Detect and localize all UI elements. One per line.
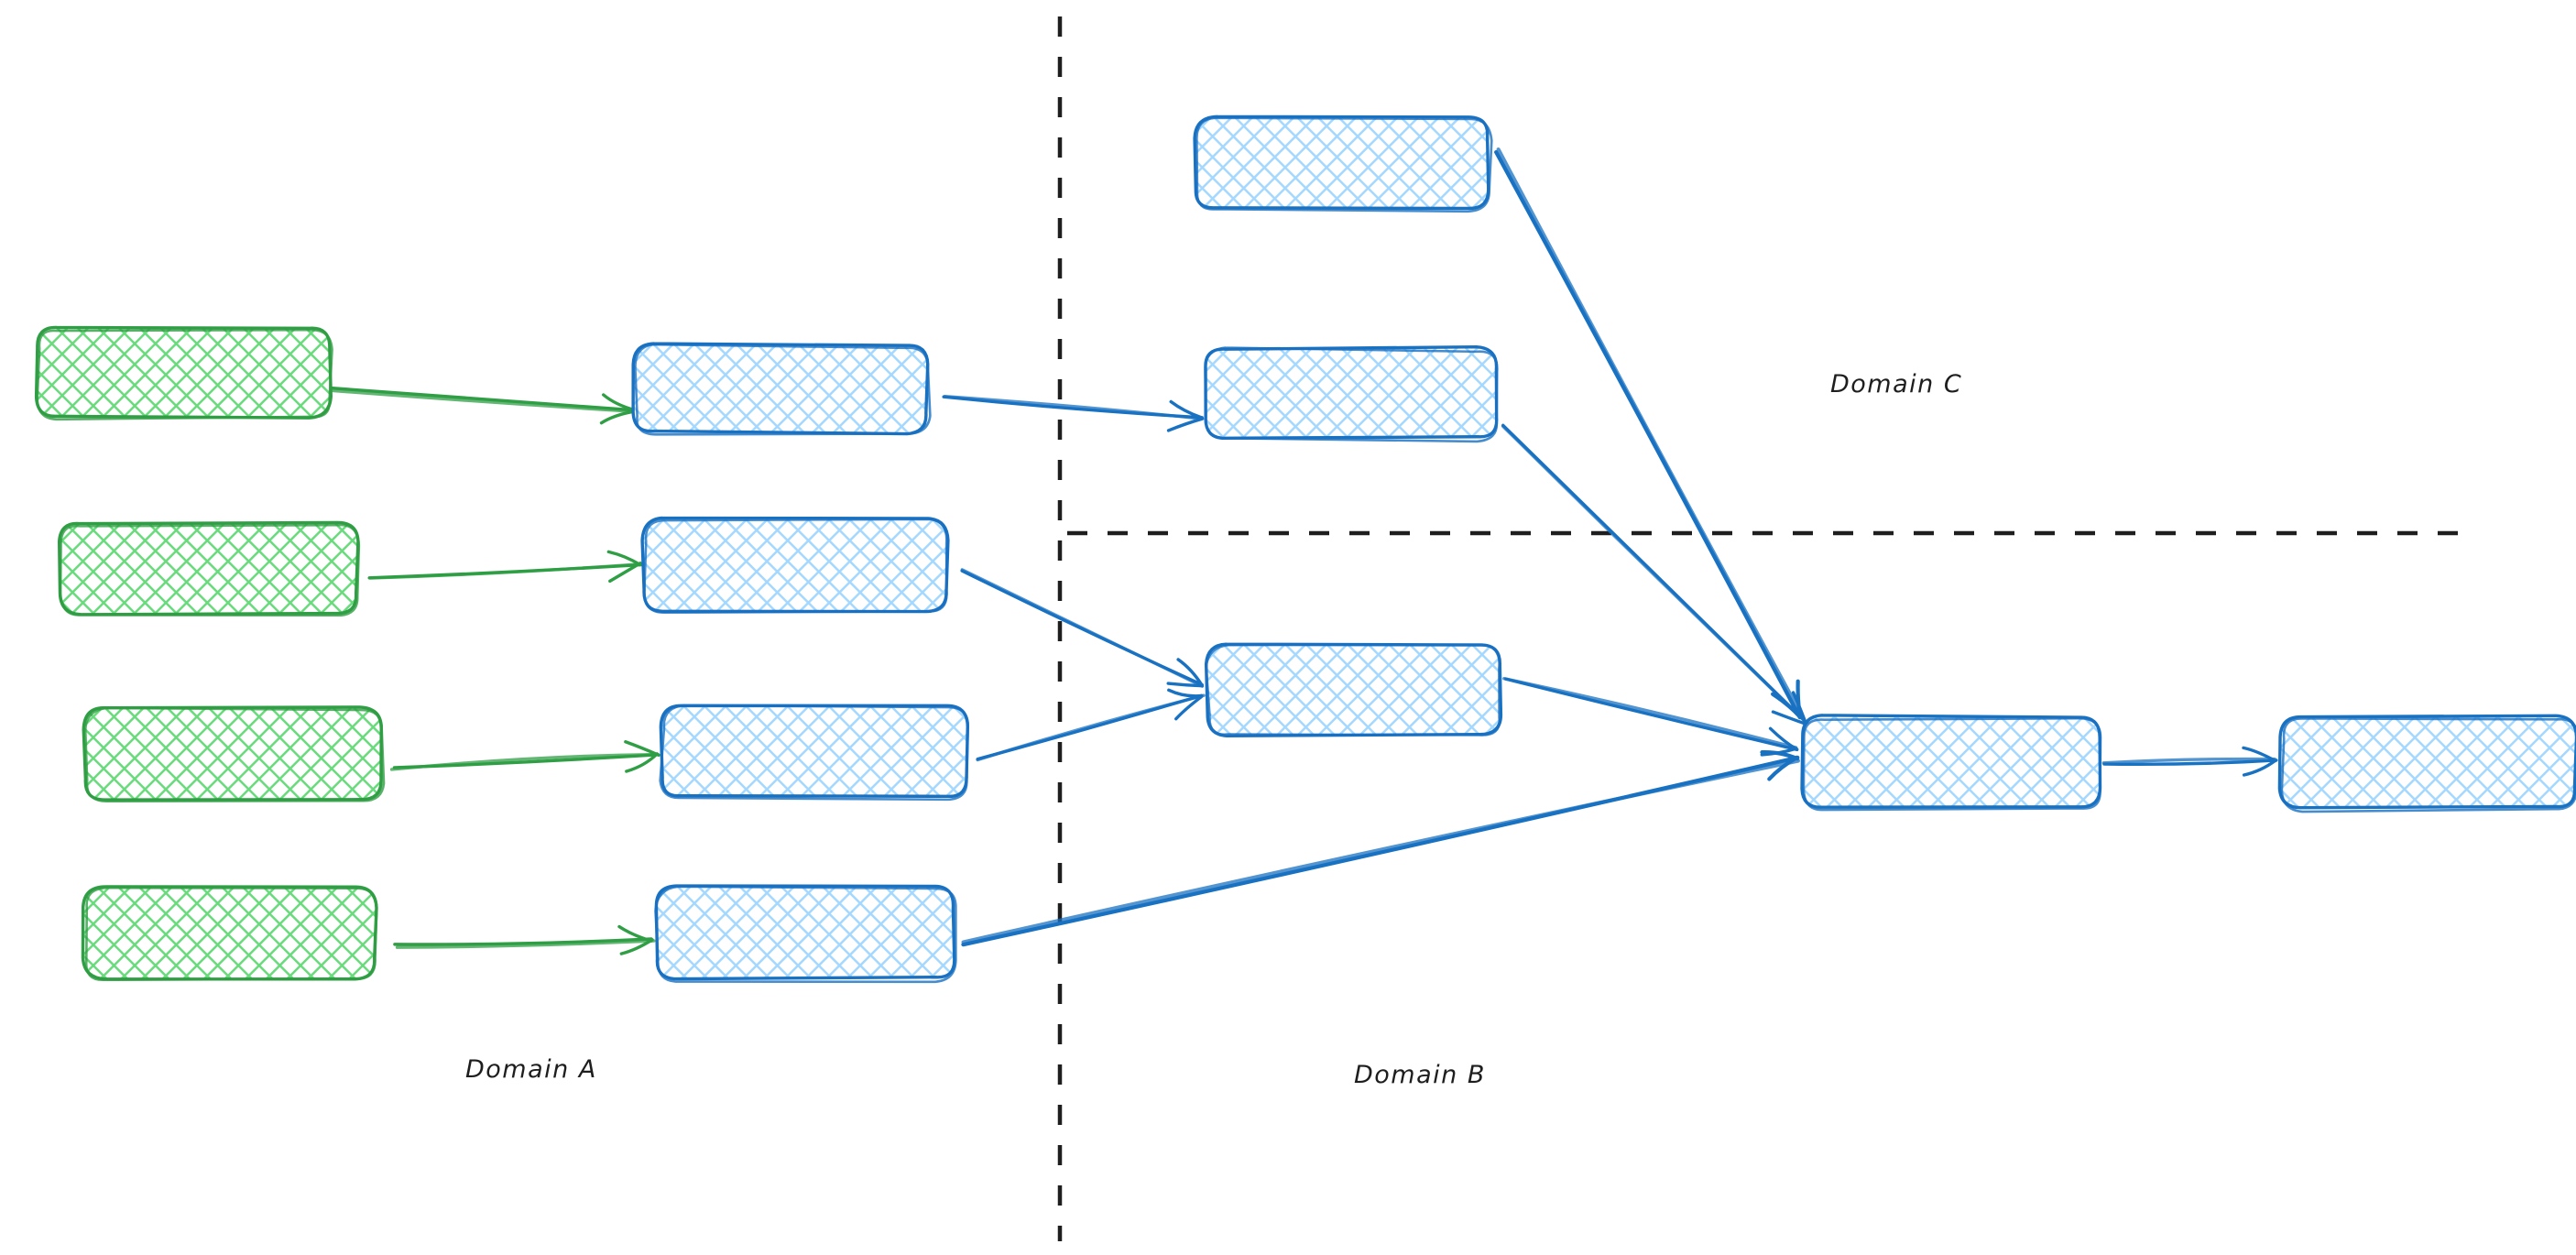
edge-c1-hub [1494, 147, 1804, 720]
label-domain-a: Domain A [465, 1055, 597, 1084]
node-b1[interactable] [631, 342, 932, 436]
node-a4[interactable] [81, 885, 378, 982]
node-c2[interactable] [1204, 345, 1499, 443]
node-hub[interactable] [1800, 714, 2102, 812]
edge-c2-hub [1501, 423, 1810, 726]
edge-layer [330, 147, 2278, 955]
node-b3[interactable] [659, 704, 969, 802]
edge-hub-out [2101, 746, 2278, 777]
node-c3[interactable] [1204, 642, 1503, 737]
label-domain-c: Domain C [1830, 370, 1963, 398]
divider-layer [1057, 16, 2464, 1241]
edge-a2-b2 [367, 550, 643, 584]
edge-b3-c3 [976, 688, 1206, 762]
node-a3[interactable] [82, 705, 386, 803]
node-b4[interactable] [654, 884, 957, 984]
node-layer [34, 115, 2576, 984]
edge-a4-b4 [393, 924, 656, 955]
edge-b2-c3 [960, 568, 1205, 688]
edge-a1-b1 [330, 387, 637, 425]
node-a2[interactable] [57, 520, 361, 617]
edge-a3-b3 [389, 740, 660, 773]
node-a1[interactable] [34, 325, 333, 421]
edge-b1-c2 [942, 394, 1205, 432]
node-b2[interactable] [640, 516, 950, 615]
node-c1[interactable] [1193, 115, 1493, 213]
label-domain-b: Domain B [1354, 1061, 1486, 1089]
edge-c3-hub [1502, 676, 1799, 757]
node-out[interactable] [2277, 714, 2576, 813]
edge-b4-hub [961, 750, 1800, 947]
